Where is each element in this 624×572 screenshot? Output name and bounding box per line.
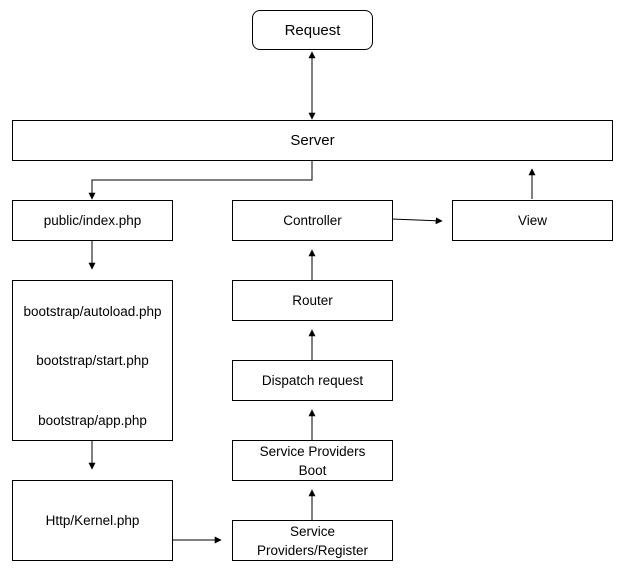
server-node: Server — [12, 120, 613, 161]
public-index-label: public/index.php — [43, 213, 142, 228]
request-label: Request — [284, 21, 341, 39]
service-providers-register-node: Service Providers/Register — [232, 520, 393, 561]
register-label-line1: Service — [289, 523, 335, 539]
view-label: View — [517, 213, 548, 228]
boot-label-line1: Service Providers — [259, 443, 366, 459]
bootstrap-autoload-label: bootstrap/autoload.php — [23, 304, 162, 319]
router-label: Router — [292, 293, 333, 308]
view-node: View — [452, 200, 613, 241]
bootstrap-app-label: bootstrap/app.php — [38, 413, 147, 428]
dispatch-request-label: Dispatch request — [261, 373, 364, 388]
router-node: Router — [232, 280, 393, 321]
arrow-controller-view — [391, 217, 443, 225]
register-label-line2: Providers/Register — [256, 542, 369, 558]
request-node: Request — [252, 10, 373, 50]
bootstrap-node: bootstrap/autoload.php bootstrap/start.p… — [12, 280, 173, 441]
controller-node: Controller — [232, 200, 393, 241]
http-kernel-node: Http/Kernel.php — [12, 480, 173, 561]
boot-label-line2: Boot — [298, 462, 327, 478]
public-index-node: public/index.php — [12, 200, 173, 241]
service-providers-boot-node: Service Providers Boot — [232, 440, 393, 481]
http-kernel-label: Http/Kernel.php — [45, 513, 140, 528]
server-label: Server — [290, 132, 335, 149]
controller-label: Controller — [283, 213, 342, 228]
arrow-server-public-index — [88, 161, 313, 200]
dispatch-request-node: Dispatch request — [232, 360, 393, 401]
bootstrap-start-label: bootstrap/start.php — [36, 353, 149, 368]
